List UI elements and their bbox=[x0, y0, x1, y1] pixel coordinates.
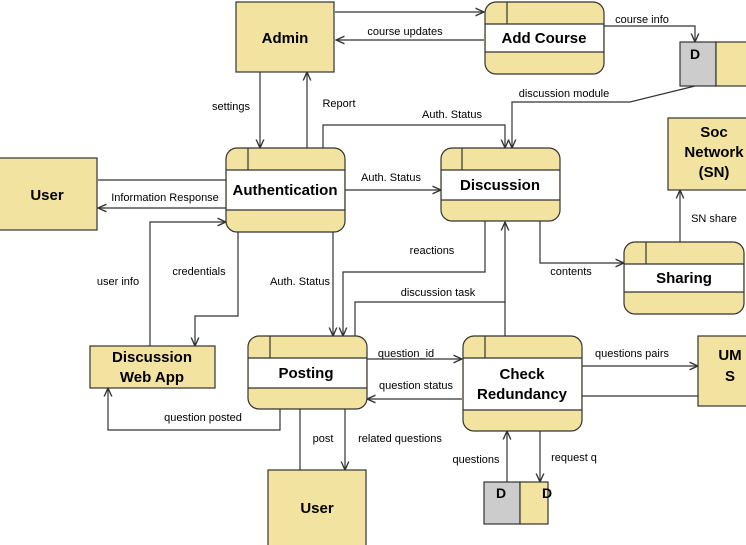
label-user-info: user info bbox=[97, 276, 139, 288]
process-posting[interactable]: Posting bbox=[247, 335, 368, 410]
flow-credentials bbox=[195, 232, 239, 346]
label-related-questions: related questions bbox=[358, 433, 442, 445]
process-check-redundancy[interactable]: Check Redundancy bbox=[462, 335, 583, 432]
data-store-top-id: D bbox=[690, 46, 700, 62]
flow-contents bbox=[539, 221, 624, 263]
entity-user-bottom[interactable]: User bbox=[267, 469, 367, 545]
label-credentials: credentials bbox=[172, 266, 226, 278]
label-auth-status-mid: Auth. Status bbox=[361, 172, 421, 184]
process-sharing[interactable]: Sharing bbox=[623, 241, 745, 315]
process-discussion-label: Discussion bbox=[460, 177, 540, 194]
data-store-bottom-name: D bbox=[542, 485, 552, 501]
data-store-bottom-id: D bbox=[496, 485, 506, 501]
label-sn-share: SN share bbox=[691, 213, 737, 225]
label-questions-pairs: questions pairs bbox=[595, 348, 669, 360]
um-label-line1: UM bbox=[718, 347, 741, 364]
entity-admin-label: Admin bbox=[262, 30, 309, 47]
label-auth-status-low: Auth. Status bbox=[270, 276, 330, 288]
entity-user-bottom-label: User bbox=[300, 500, 334, 517]
label-question-status: question status bbox=[379, 380, 453, 392]
process-authentication[interactable]: Authentication bbox=[225, 147, 346, 233]
flow-user-info bbox=[149, 222, 226, 346]
data-store-bottom[interactable]: D D bbox=[483, 481, 552, 525]
dwa-label-line2: Web App bbox=[120, 369, 184, 386]
process-posting-label: Posting bbox=[279, 365, 334, 382]
label-discussion-task: discussion task bbox=[401, 287, 476, 299]
label-questions: questions bbox=[452, 454, 500, 466]
label-information-response: Information Response bbox=[111, 192, 219, 204]
label-course-updates: course updates bbox=[367, 26, 443, 38]
flow-labels: course updates course info settings Repo… bbox=[97, 14, 737, 466]
label-course-info: course info bbox=[615, 14, 669, 26]
flow-discussion-module bbox=[512, 85, 696, 148]
um-label-line2: S bbox=[725, 368, 735, 385]
flow-course-info bbox=[604, 25, 695, 42]
flow-reactions bbox=[343, 221, 486, 336]
label-auth-status-top: Auth. Status bbox=[422, 109, 482, 121]
dwa-label-line1: Discussion bbox=[112, 349, 192, 366]
label-post: post bbox=[313, 433, 334, 445]
process-check-redundancy-line2: Redundancy bbox=[477, 386, 568, 403]
flow-discussion-task bbox=[354, 301, 506, 336]
sn-label-line1: Soc bbox=[700, 124, 728, 141]
process-add-course[interactable]: Add Course bbox=[484, 1, 605, 75]
label-question-posted: question posted bbox=[164, 412, 242, 424]
label-report: Report bbox=[322, 98, 355, 110]
flow-auth-status-top bbox=[322, 124, 505, 148]
sn-label-line3: (SN) bbox=[699, 164, 730, 181]
flow-question-posted bbox=[108, 388, 281, 431]
flow-lines bbox=[98, 12, 698, 482]
label-settings: settings bbox=[212, 101, 250, 113]
data-store-top[interactable]: D bbox=[679, 41, 746, 87]
label-request-q: request q bbox=[551, 452, 597, 464]
process-authentication-label: Authentication bbox=[233, 182, 338, 199]
entity-user-left-label: User bbox=[30, 187, 64, 204]
process-sharing-label: Sharing bbox=[656, 270, 712, 287]
process-add-course-label: Add Course bbox=[501, 30, 586, 47]
process-check-redundancy-line1: Check bbox=[499, 366, 545, 383]
entity-admin[interactable]: Admin bbox=[235, 1, 335, 73]
label-contents: contents bbox=[550, 266, 592, 278]
label-question-id: question_id bbox=[378, 348, 434, 360]
process-discussion[interactable]: Discussion bbox=[440, 147, 561, 222]
entity-um-partial[interactable]: UM S bbox=[697, 335, 746, 407]
sn-label-line2: Network bbox=[684, 144, 744, 161]
entity-discussion-web-app[interactable]: Discussion Web App bbox=[89, 345, 216, 389]
entity-social-network[interactable]: Soc Network (SN) bbox=[667, 117, 746, 191]
entity-user-left[interactable]: User bbox=[0, 157, 98, 231]
label-reactions: reactions bbox=[410, 245, 455, 257]
label-discussion-module: discussion module bbox=[519, 88, 610, 100]
